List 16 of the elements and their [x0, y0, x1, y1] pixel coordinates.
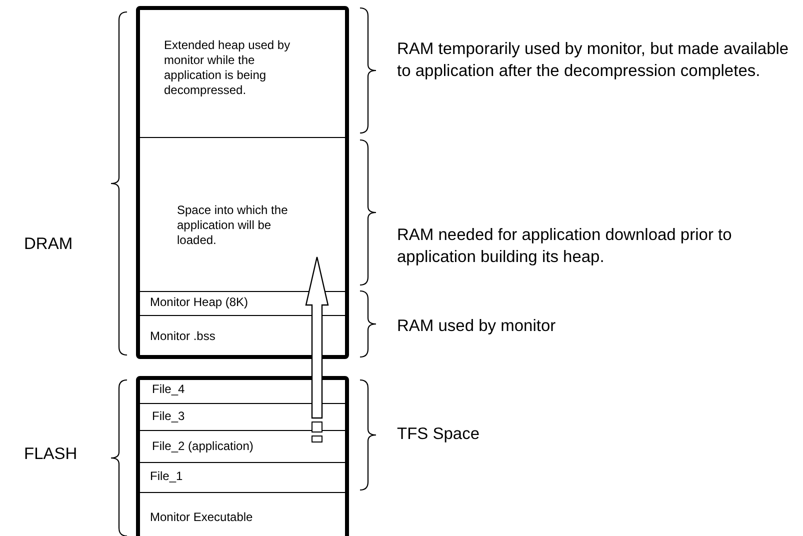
section-text: File_2 (application)	[152, 439, 254, 454]
annotation-text: RAM used by monitor	[397, 316, 557, 337]
section-text: Monitor .bss	[150, 329, 216, 344]
hollow-arrow	[305, 256, 329, 442]
section-text: Monitor Heap (8K)	[150, 295, 250, 310]
annotation-text: TFS Space	[397, 424, 481, 445]
annotation-text: RAM needed for application download prior to application building its heap.	[397, 225, 733, 268]
section-text: Space into which the application will be loaded.	[177, 203, 289, 248]
section-text: Extended heap used by monitor while the application is being decompressed.	[164, 38, 292, 98]
section-text: File_1	[150, 469, 184, 484]
section-text: Monitor Executable	[150, 510, 254, 525]
annotation-text: FLASH	[24, 444, 78, 465]
annotation-text: RAM temporarily used by monitor, but made available to application after the decompression completes.	[397, 39, 790, 82]
section-text: File_4	[152, 382, 186, 397]
section-text: File_3	[152, 409, 186, 424]
annotation-text: DRAM	[24, 234, 74, 255]
